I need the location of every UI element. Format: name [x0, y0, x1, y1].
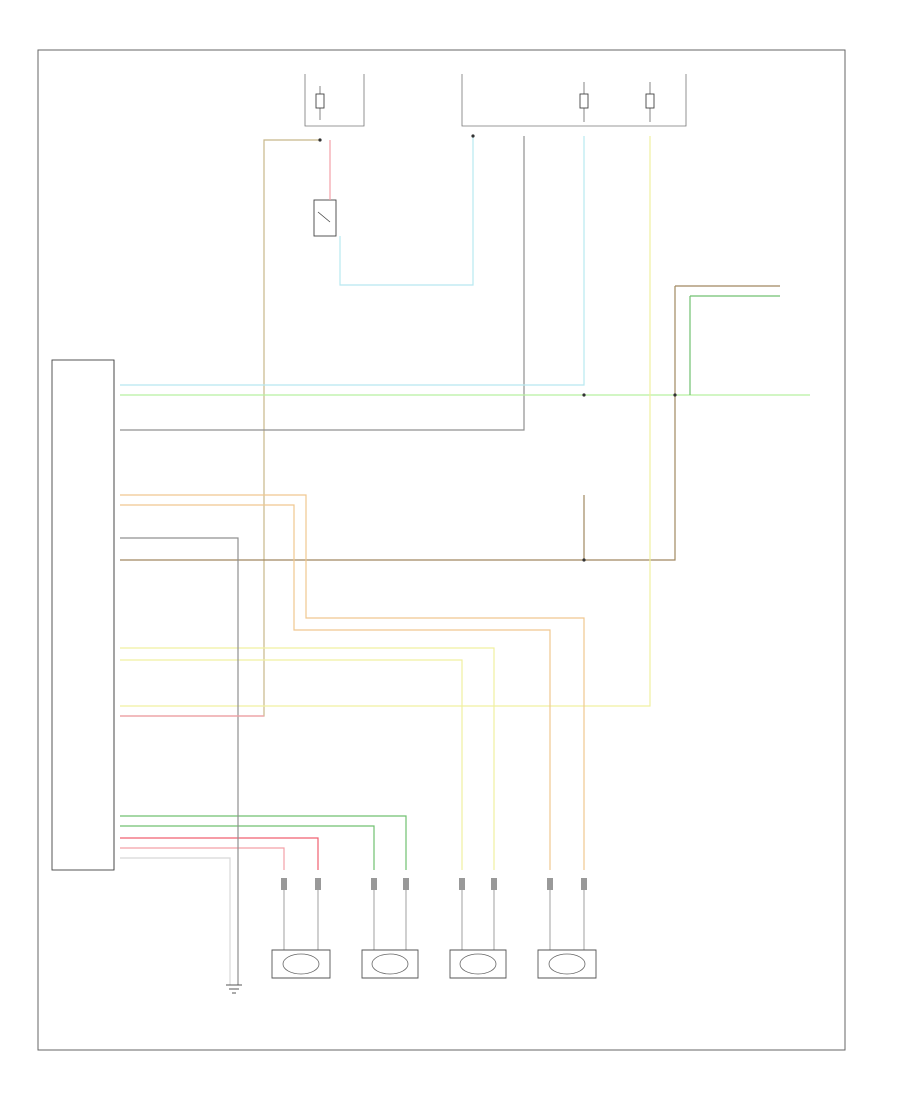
wire-lightblue-switch — [339, 136, 474, 286]
sensor-connectors — [281, 878, 587, 950]
abs-control-module — [51, 359, 115, 871]
wire-red-sensor — [120, 837, 319, 870]
splice-dot — [582, 558, 586, 562]
wire-lightblue-main — [120, 136, 585, 386]
splice-dot — [673, 393, 677, 397]
wire-green-sensor-2 — [120, 825, 375, 870]
wire-orange-sensor-2 — [120, 504, 551, 870]
wire-green-sensor — [120, 815, 407, 870]
wire-tan-main — [120, 139, 320, 717]
splice-dot — [471, 134, 475, 138]
splice-dot — [318, 138, 322, 142]
wire-green-connector — [689, 295, 780, 395]
wheel-speed-sensor-1 — [271, 949, 331, 979]
wire-yellow-sensor — [120, 647, 495, 870]
top-right-fuse-box — [461, 74, 687, 127]
brake-switch — [313, 199, 337, 237]
wheel-speed-sensor-3 — [449, 949, 507, 979]
wire-brown-connector — [120, 285, 780, 561]
diagram-frame — [37, 49, 846, 1051]
wire-gray-ground — [120, 537, 239, 985]
wire-white-ground — [120, 857, 231, 985]
wire-orange-sensor — [120, 494, 585, 870]
splice-dot — [582, 393, 586, 397]
wire-yellow-sensor-2 — [120, 659, 463, 870]
wire-yellow-ignition — [120, 136, 651, 707]
top-left-fuse-box — [304, 74, 365, 127]
ground-symbol — [226, 984, 242, 994]
wire-pink-sensor — [120, 847, 285, 870]
wire-gray-ignition — [120, 136, 525, 431]
wheel-speed-sensor-2 — [361, 949, 419, 979]
wheel-speed-sensor-4 — [537, 949, 597, 979]
